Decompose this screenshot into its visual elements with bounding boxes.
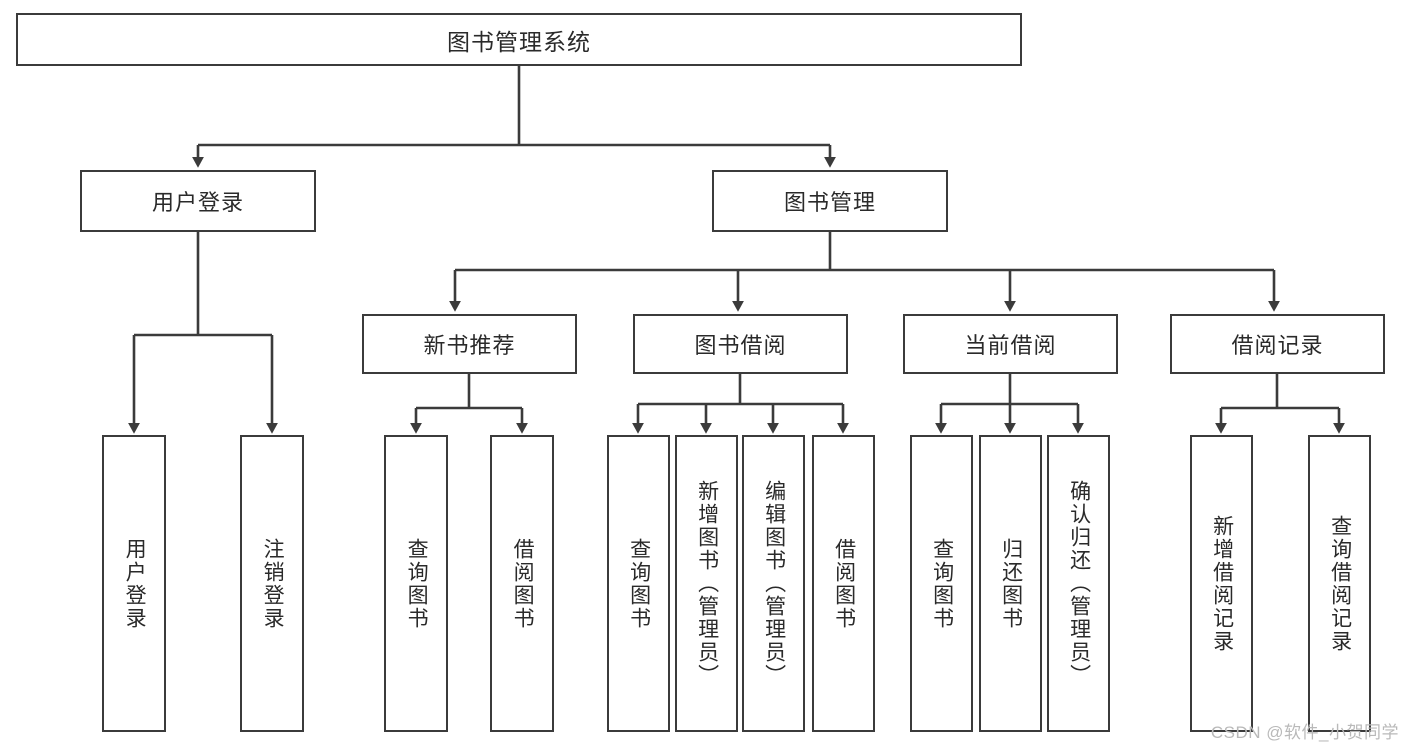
node-label: 用户登录 <box>123 537 147 630</box>
leaf-book-borrow-add-book-admin[interactable]: 新增图书（管理员） <box>675 435 738 732</box>
node-label: 查询借阅记录 <box>1328 514 1352 653</box>
node-borrow-record[interactable]: 借阅记录 <box>1170 314 1385 374</box>
node-label: 图书管理系统 <box>447 28 591 55</box>
leaf-current-borrow-query-book[interactable]: 查询图书 <box>910 435 973 732</box>
leaf-book-borrow-query-book[interactable]: 查询图书 <box>607 435 670 732</box>
node-root-book-management-system[interactable]: 图书管理系统 <box>16 13 1022 66</box>
node-label: 注销登录 <box>261 537 285 630</box>
node-label: 新增借阅记录 <box>1210 514 1234 653</box>
leaf-book-borrow-borrow-book[interactable]: 借阅图书 <box>812 435 875 732</box>
node-label: 查询图书 <box>930 537 954 630</box>
node-label: 借阅图书 <box>511 537 535 630</box>
node-label: 确认归还（管理员） <box>1067 480 1091 687</box>
node-label: 新增图书（管理员） <box>695 480 719 687</box>
watermark-text: CSDN @软件_小贺同学 <box>1210 723 1399 742</box>
node-label: 新书推荐 <box>423 333 516 358</box>
leaf-new-book-query-book[interactable]: 查询图书 <box>384 435 448 732</box>
node-label: 用户登录 <box>151 190 244 215</box>
node-label: 图书借阅 <box>694 333 787 358</box>
node-label: 借阅图书 <box>832 537 856 630</box>
leaf-new-book-borrow-book[interactable]: 借阅图书 <box>490 435 554 732</box>
leaf-book-borrow-edit-book-admin[interactable]: 编辑图书（管理员） <box>742 435 805 732</box>
node-label: 当前借阅 <box>964 333 1057 358</box>
node-label: 查询图书 <box>405 537 429 630</box>
node-current-borrow[interactable]: 当前借阅 <box>903 314 1118 374</box>
node-label: 查询图书 <box>627 537 651 630</box>
node-book-management[interactable]: 图书管理 <box>712 170 948 232</box>
leaf-current-borrow-return-book[interactable]: 归还图书 <box>979 435 1042 732</box>
node-label: 编辑图书（管理员） <box>762 480 786 687</box>
node-label: 借阅记录 <box>1231 333 1324 358</box>
node-book-borrow[interactable]: 图书借阅 <box>633 314 848 374</box>
leaf-borrow-record-query-record[interactable]: 查询借阅记录 <box>1308 435 1371 732</box>
leaf-current-borrow-confirm-return-admin[interactable]: 确认归还（管理员） <box>1047 435 1110 732</box>
node-user-login[interactable]: 用户登录 <box>80 170 316 232</box>
node-label: 归还图书 <box>999 537 1023 630</box>
leaf-user-login-logout[interactable]: 注销登录 <box>240 435 304 732</box>
leaf-user-login-login[interactable]: 用户登录 <box>102 435 166 732</box>
node-label: 图书管理 <box>783 190 876 215</box>
node-new-book-recommend[interactable]: 新书推荐 <box>362 314 577 374</box>
leaf-borrow-record-add-record[interactable]: 新增借阅记录 <box>1190 435 1253 732</box>
